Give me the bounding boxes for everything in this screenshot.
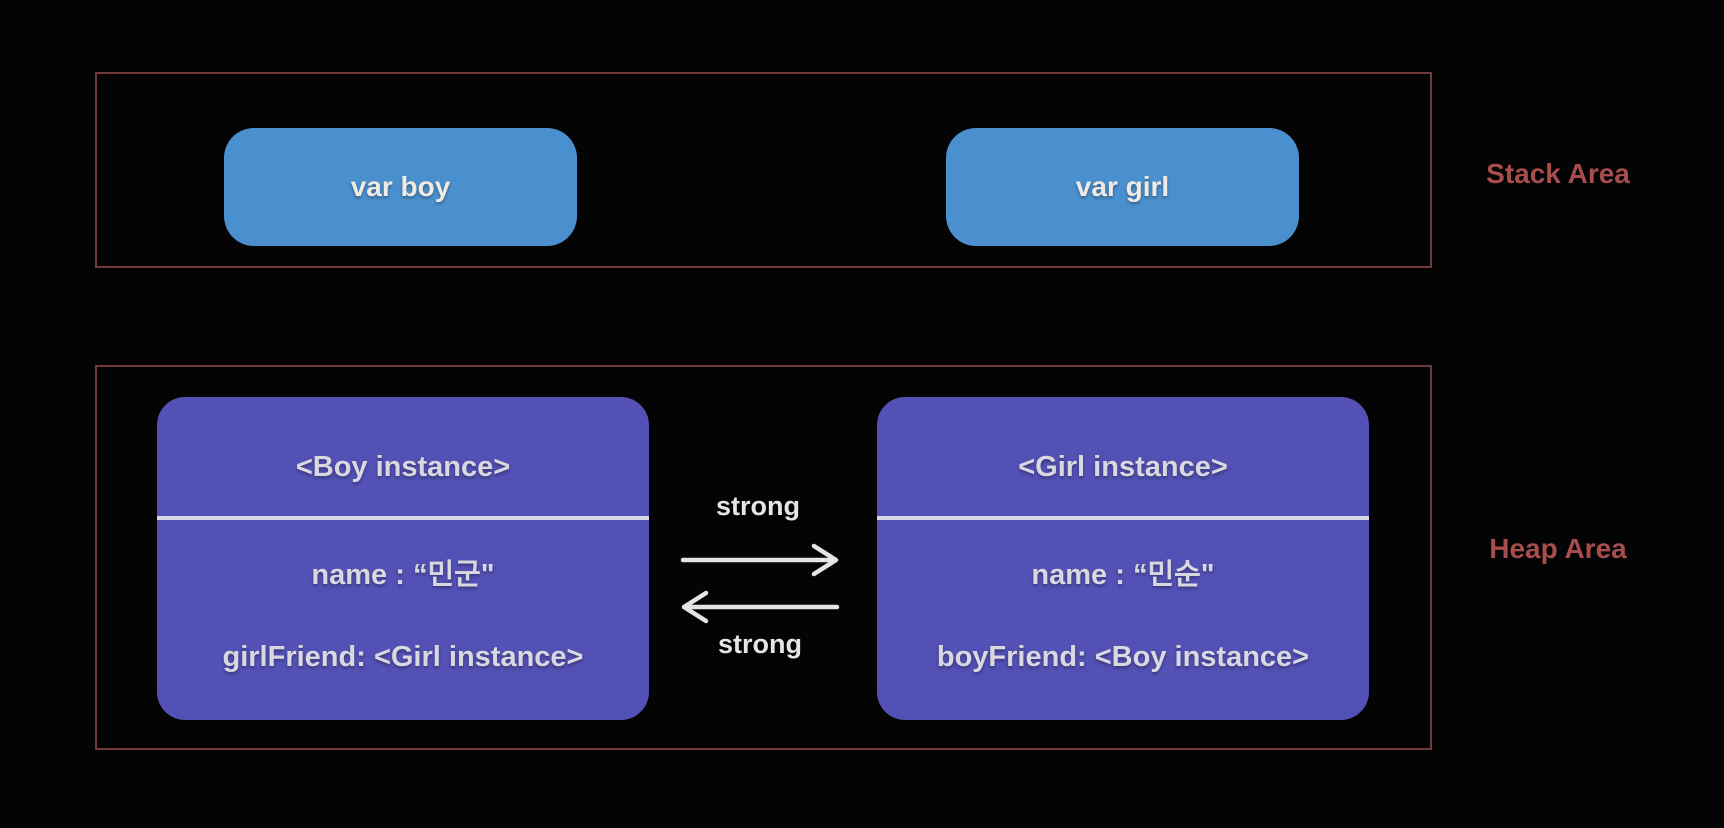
var-boy-node: var boy [224,128,577,246]
boy-instance-card: <Boy instance> name : “민군" girlFriend: <… [157,397,649,720]
strong-reference-label-bottom: strong [718,629,802,659]
boy-instance-title: <Boy instance> [295,451,511,483]
girl-card-divider [877,516,1369,520]
var-girl-label: var girl [1075,171,1170,202]
girl-instance-title: <Girl instance> [1018,451,1228,483]
girl-name-field: name : “민순" [1031,559,1215,591]
girl-boyfriend-field: boyFriend: <Boy instance> [936,641,1310,673]
stack-area-box: var boy var girl [95,72,1432,268]
boy-name-field: name : “민군" [311,559,495,591]
strong-reference-arrows [680,543,840,624]
girl-instance-card: <Girl instance> name : “민순" boyFriend: <… [877,397,1369,720]
boy-card-fields: name : “민군" girlFriend: <Girl instance> [157,520,649,720]
var-boy-label: var boy [350,171,451,202]
boy-card-divider [157,516,649,520]
heap-area-label: Heap Area [1489,533,1627,564]
heap-area-box: <Boy instance> name : “민군" girlFriend: <… [95,365,1432,750]
arrow-left-icon [681,590,840,624]
girl-card-fields: name : “민순" boyFriend: <Boy instance> [877,520,1369,720]
strong-reference-label-top: strong [716,491,800,521]
arrow-right-icon [680,543,839,577]
var-girl-node: var girl [946,128,1299,246]
stack-area-label: Stack Area [1486,158,1630,189]
boy-girlfriend-field: girlFriend: <Girl instance> [222,641,584,673]
